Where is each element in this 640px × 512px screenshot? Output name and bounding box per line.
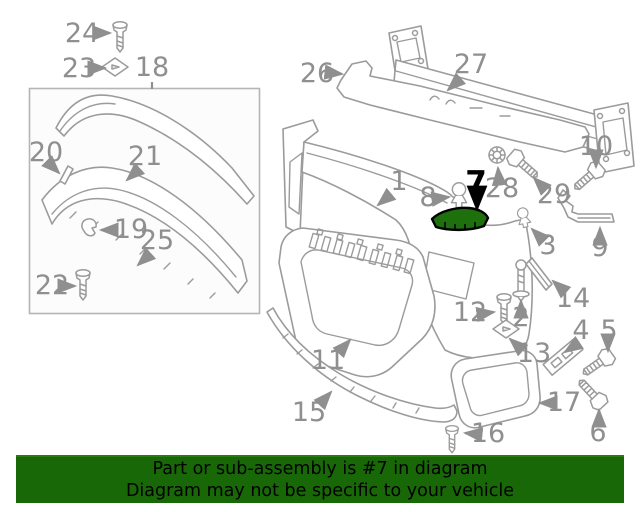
callout-9[interactable]: 9: [591, 232, 608, 263]
callout-21[interactable]: 21: [128, 141, 162, 172]
highlight-info-banner: Part or sub-assembly is #7 in diagram Di…: [16, 455, 624, 503]
part-7-highlighted-trim-strip[interactable]: [430, 206, 490, 232]
part-15-lower-lip-strip: [266, 307, 458, 423]
part-2-bolt-icon: [512, 259, 530, 302]
part-26-energy-absorber: [336, 60, 590, 153]
callout-labels: 1 2 3 4 5 6 7 8 9 10 11 12 13 14 15 16 1…: [29, 18, 618, 449]
part-23-clip-icon: [101, 57, 129, 77]
part-20-pad: [59, 165, 74, 185]
callout-23[interactable]: 23: [62, 53, 96, 84]
callout-5[interactable]: 5: [600, 315, 617, 346]
callout-10[interactable]: 10: [579, 131, 613, 162]
callout-22[interactable]: 22: [35, 270, 69, 301]
callout-20[interactable]: 20: [29, 137, 63, 168]
callout-arrows: [41, 25, 616, 443]
part-21-molding-strip: [55, 94, 255, 205]
part-5-bolt-icon: [577, 345, 618, 382]
banner-line-1: Part or sub-assembly is #7 in diagram: [152, 459, 488, 479]
part-28-nut-icon: [488, 146, 506, 164]
callout-17[interactable]: 17: [547, 387, 581, 418]
callout-4[interactable]: 4: [572, 315, 589, 346]
callout-18[interactable]: 18: [135, 52, 169, 83]
callout-1[interactable]: 1: [390, 166, 407, 197]
callout-2[interactable]: 2: [512, 302, 529, 333]
banner-line-2: Diagram may not be specific to your vehi…: [125, 481, 515, 501]
callout-15[interactable]: 15: [292, 397, 326, 428]
part-11-lower-grille: [278, 227, 436, 378]
callout-26[interactable]: 26: [300, 58, 334, 89]
callout-28[interactable]: 28: [485, 173, 519, 204]
part-19-clip-icon: [81, 218, 97, 237]
callout-16[interactable]: 16: [471, 418, 505, 449]
callout-25[interactable]: 25: [140, 225, 174, 256]
callout-13[interactable]: 13: [517, 338, 551, 369]
callout-14[interactable]: 14: [556, 283, 590, 314]
callout-8[interactable]: 8: [419, 182, 436, 213]
callout-29[interactable]: 29: [537, 179, 571, 210]
part-14-bracket: [525, 257, 553, 291]
callout-11[interactable]: 11: [311, 345, 345, 376]
part-24-screw-icon: [112, 21, 128, 53]
part-16-screw-icon: [445, 424, 459, 454]
callout-6[interactable]: 6: [589, 417, 606, 448]
callout-19[interactable]: 19: [114, 214, 148, 245]
callout-7-highlighted[interactable]: 7: [465, 165, 487, 201]
part-9-side-bracket: [557, 189, 615, 223]
callout-27[interactable]: 27: [454, 49, 488, 80]
callout-24[interactable]: 24: [65, 18, 99, 49]
callout-3[interactable]: 3: [539, 230, 556, 261]
callout-12[interactable]: 12: [453, 297, 487, 328]
